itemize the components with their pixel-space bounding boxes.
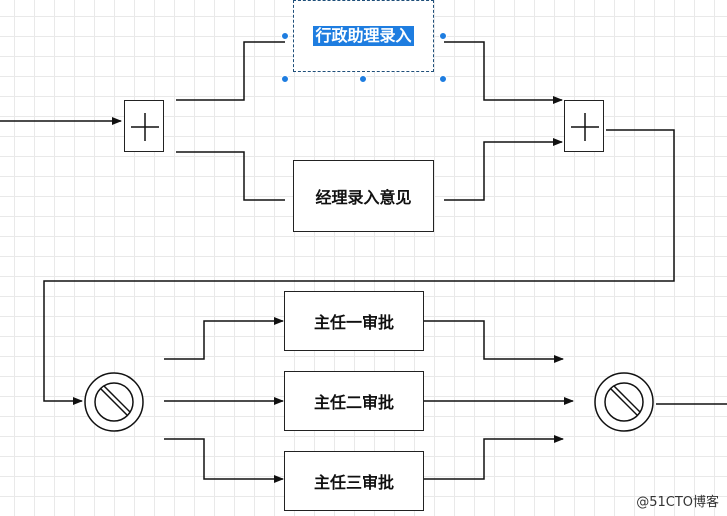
exclusive-join-gateway[interactable] <box>593 371 655 433</box>
task-director-2-label: 主任二审批 <box>313 393 394 412</box>
parallel-split-gateway[interactable] <box>124 100 164 152</box>
selection-handle[interactable] <box>439 75 447 83</box>
task-director-1[interactable]: 主任一审批 <box>284 291 424 351</box>
task-director-2[interactable]: 主任二审批 <box>284 371 424 431</box>
task-director-3[interactable]: 主任三审批 <box>284 451 424 511</box>
selection-handle[interactable] <box>281 32 289 40</box>
connector-join-to-exclusive <box>43 129 675 405</box>
connector-split-to-admin <box>176 41 285 101</box>
connector-xsplit-to-d3 <box>164 438 284 483</box>
connector-admin-to-join <box>444 41 563 104</box>
connector-manager-to-join <box>444 138 563 201</box>
connector-split-to-manager <box>176 151 285 201</box>
task-director-3-label: 主任三审批 <box>313 473 394 492</box>
task-director-1-label: 主任一审批 <box>313 313 394 332</box>
selection-handle[interactable] <box>281 75 289 83</box>
task-admin-entry-label: 行政助理录入 <box>313 26 414 46</box>
task-manager-opinion-label: 经理录入意见 <box>315 188 412 207</box>
watermark: @51CTO博客 <box>636 495 719 510</box>
circle-slash-icon <box>594 372 654 432</box>
selection-handle[interactable] <box>439 32 447 40</box>
plus-icon <box>131 113 159 141</box>
selection-handle[interactable] <box>359 75 367 83</box>
task-admin-entry[interactable]: 行政助理录入 <box>293 0 434 72</box>
task-manager-opinion[interactable]: 经理录入意见 <box>293 160 434 232</box>
exclusive-split-gateway[interactable] <box>83 371 145 433</box>
circle-slash-icon <box>84 372 144 432</box>
connector-d1-to-xjoin <box>424 320 564 363</box>
connector-xsplit-to-d1 <box>164 317 284 360</box>
connector-d3-to-xjoin <box>424 435 564 480</box>
parallel-join-gateway[interactable] <box>564 100 604 152</box>
plus-icon <box>571 113 599 141</box>
